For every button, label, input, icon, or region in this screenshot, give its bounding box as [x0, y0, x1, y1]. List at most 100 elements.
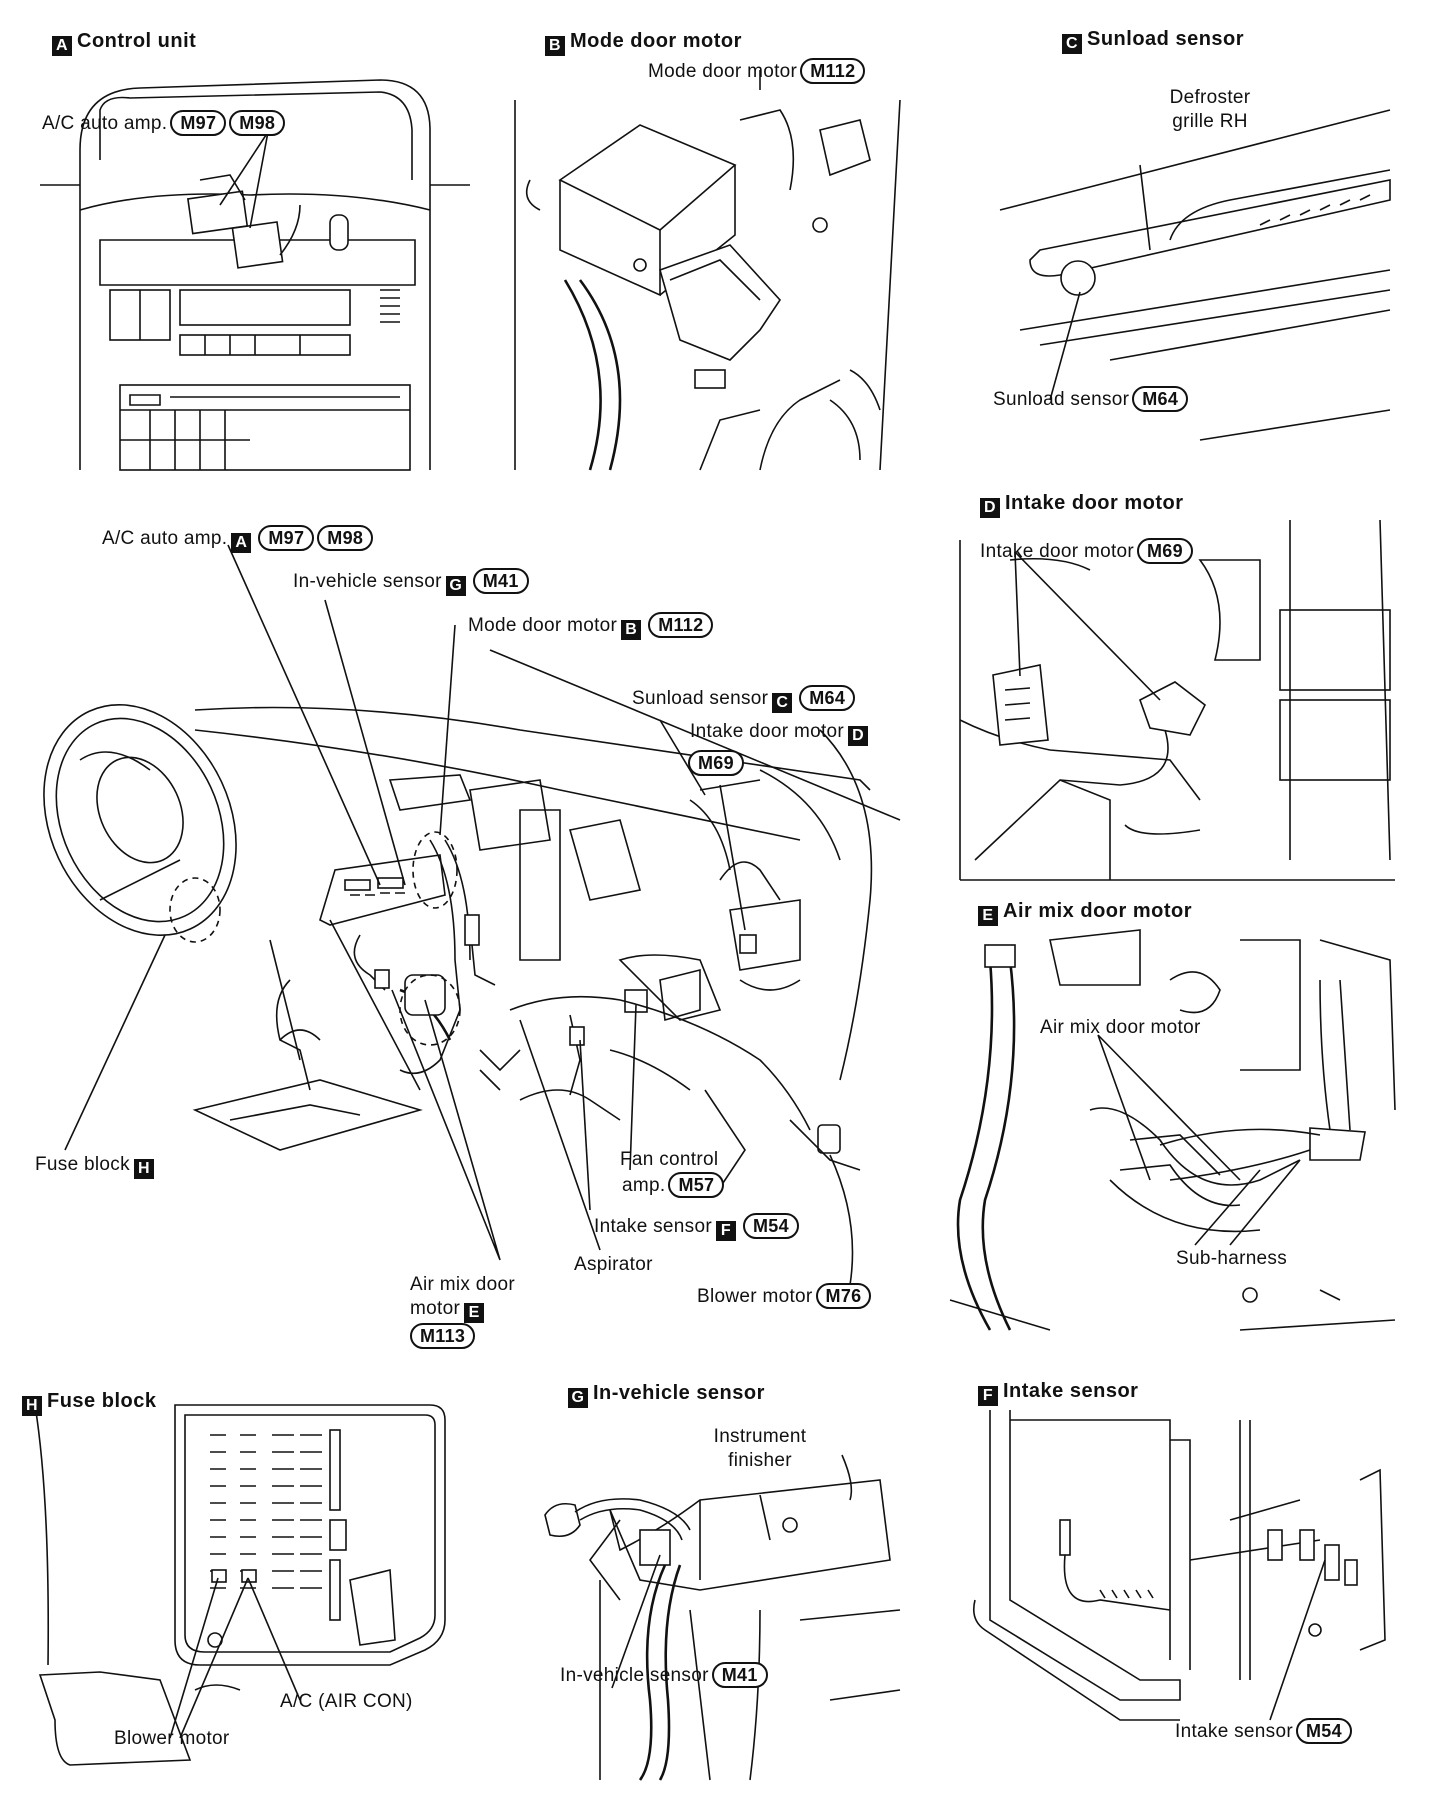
overview-fuse-block-letter: H: [133, 1159, 154, 1179]
overview-ac-amp-letter: A: [231, 533, 252, 553]
panel-h-letter: H: [22, 1396, 42, 1416]
overview-blower-conn: M76: [815, 1283, 872, 1309]
panel-h-blower-callout: Blower motor: [114, 1727, 230, 1751]
fuse-block-drawing: [34, 1404, 446, 1766]
overview-intake-door-conn-wrap: M69: [685, 750, 744, 776]
panel-f-label: Intake sensor: [1175, 1721, 1293, 1742]
panel-f-title-text: Intake sensor: [1003, 1380, 1139, 1402]
overview-ac-amp-conn1: M97: [258, 525, 315, 551]
overview-intake-door-label: Intake door motor: [690, 721, 845, 742]
panel-h-title-text: Fuse block: [47, 1390, 157, 1412]
overview-sunload-label: Sunload sensor: [632, 688, 769, 709]
panel-a-conn2: M98: [229, 110, 286, 136]
panel-c-letter: C: [1062, 34, 1082, 54]
overview-in-vehicle-label: In-vehicle sensor: [293, 571, 442, 592]
overview-sunload-conn: M64: [799, 685, 856, 711]
overview-mode-door-letter: B: [621, 620, 642, 640]
panel-d-conn: M69: [1137, 538, 1193, 564]
panel-c-grille-line1: Defroster: [1169, 87, 1251, 108]
overview-mode-door-label: Mode door motor: [468, 615, 618, 636]
panel-b-title-text: Mode door motor: [570, 30, 742, 52]
panel-e-callout: Air mix door motor: [1040, 1016, 1201, 1040]
overview-fan-control-line1: Fan control: [620, 1149, 719, 1170]
panel-e-subharness: Sub-harness: [1176, 1247, 1287, 1271]
overview-intake-door-conn: M69: [688, 750, 744, 776]
panel-g-label: In-vehicle sensor: [560, 1665, 709, 1686]
panel-f-letter: F: [978, 1386, 998, 1406]
air-mix-door-motor-drawing: [949, 929, 1396, 1331]
overview-aspirator-callout: Aspirator: [574, 1253, 653, 1277]
dashboard-overview-drawing: [43, 544, 901, 1286]
panel-a-conn1: M97: [170, 110, 227, 136]
panel-g-finisher-line2: finisher: [728, 1450, 792, 1471]
overview-air-mix-line1: Air mix door: [410, 1274, 515, 1295]
panel-a-title-text: Control unit: [77, 30, 197, 52]
panel-h-blower-label: Blower motor: [114, 1728, 230, 1749]
overview-intake-sensor-label: Intake sensor: [594, 1216, 712, 1237]
panel-b-letter: B: [545, 36, 565, 56]
in-vehicle-sensor-drawing: [544, 1454, 901, 1781]
overview-ac-amp-label: A/C auto amp.: [102, 528, 228, 549]
panel-e-letter: E: [978, 906, 998, 926]
panel-d-label: Intake door motor: [980, 541, 1135, 562]
overview-intake-sensor-letter: F: [715, 1221, 736, 1241]
panel-c-grille-label: Defroster grille RH: [1140, 86, 1280, 134]
panel-d-letter: D: [980, 498, 1000, 518]
panel-e-label: Air mix door motor: [1040, 1017, 1201, 1038]
panel-f-conn: M54: [1295, 1718, 1352, 1744]
overview-fan-control-callout: Fan control amp.M57: [620, 1148, 725, 1198]
control-unit-drawing: [40, 79, 470, 471]
panel-b-conn: M112: [800, 58, 866, 84]
panel-a-letter: A: [52, 36, 72, 56]
panel-g-title-text: In-vehicle sensor: [593, 1382, 765, 1404]
overview-sunload-letter: C: [772, 693, 793, 713]
overview-blower-label: Blower motor: [697, 1286, 813, 1307]
mode-door-motor-drawing: [514, 70, 901, 471]
intake-door-motor-drawing: [959, 519, 1395, 881]
overview-mode-door-conn: M112: [648, 612, 714, 638]
panel-b-label: Mode door motor: [648, 61, 798, 82]
panel-g-finisher-label: Instrument finisher: [700, 1425, 820, 1473]
panel-d-title-text: Intake door motor: [1005, 492, 1184, 514]
panel-g-conn: M41: [711, 1662, 768, 1688]
panel-c-title-text: Sunload sensor: [1087, 28, 1245, 50]
overview-intake-sensor-conn: M54: [742, 1213, 799, 1239]
overview-fan-control-line2: amp.: [622, 1175, 666, 1196]
overview-fan-control-conn: M57: [668, 1172, 725, 1198]
panel-e-subharness-label: Sub-harness: [1176, 1248, 1288, 1269]
panel-a-label: A/C auto amp.: [42, 113, 168, 134]
panel-g-letter: G: [568, 1388, 588, 1408]
overview-in-vehicle-letter: G: [445, 576, 466, 596]
overview-fuse-block-label: Fuse block: [35, 1154, 130, 1175]
panel-c-conn: M64: [1132, 386, 1189, 412]
panel-g-finisher-line1: Instrument: [713, 1426, 807, 1447]
overview-in-vehicle-conn: M41: [472, 568, 529, 594]
overview-ac-amp-conn2: M98: [317, 525, 374, 551]
intake-sensor-drawing: [972, 1410, 1386, 1721]
overview-air-mix-letter: E: [464, 1303, 485, 1323]
sunload-sensor-drawing: [999, 109, 1391, 441]
panel-c-label: Sunload sensor: [993, 389, 1130, 410]
overview-aspirator-label: Aspirator: [574, 1254, 653, 1275]
panel-h-ac-label: A/C (AIR CON): [280, 1691, 413, 1712]
overview-intake-door-letter: D: [848, 726, 869, 746]
